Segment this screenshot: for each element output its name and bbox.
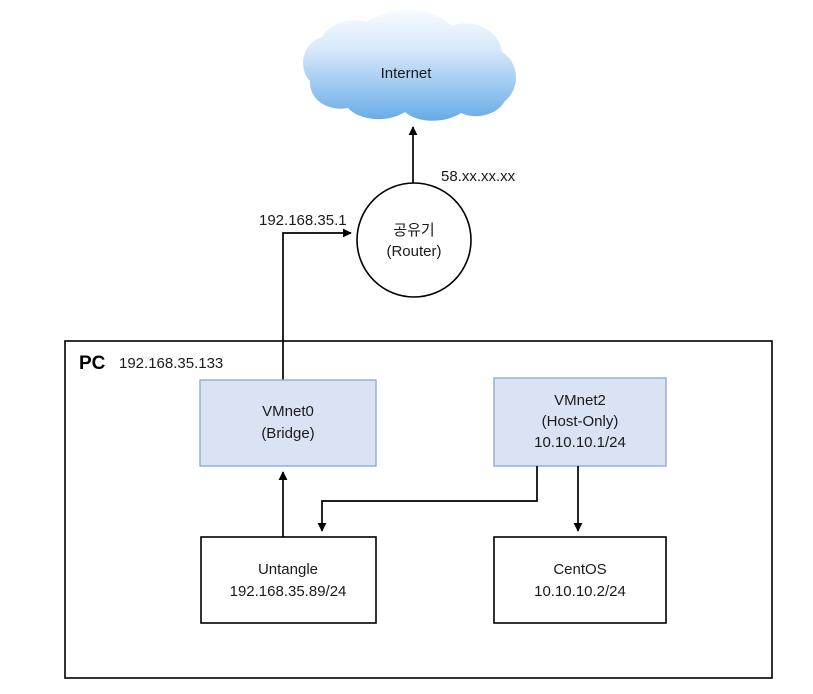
label-wan-ip: 58.xx.xx.xx (441, 168, 516, 185)
node-untangle[interactable]: Untangle 192.168.35.89/24 (200, 536, 377, 624)
untangle-box (200, 536, 377, 624)
node-pc: PC 192.168.35.133 (64, 340, 773, 679)
connector-vmnet0-to-router (282, 228, 352, 380)
cloud-shape (303, 10, 516, 121)
node-internet[interactable]: Internet (303, 10, 516, 121)
node-router-label-line1: 공유기 (393, 222, 434, 239)
node-vmnet0-label-line1: VMnet0 (262, 403, 314, 420)
node-router-label-line2: (Router) (386, 243, 441, 260)
node-centos-label-line1: CentOS (553, 561, 606, 578)
node-vmnet2-label-line2: (Host-Only) (542, 413, 619, 430)
centos-box (493, 536, 667, 624)
label-lan-gateway-ip: 192.168.35.1 (259, 212, 347, 229)
node-internet-label: Internet (381, 65, 433, 82)
node-vmnet2-label-line1: VMnet2 (554, 392, 606, 409)
node-vmnet2-label-line3: 10.10.10.1/24 (534, 434, 626, 451)
vmnet0-box (199, 379, 377, 467)
node-vmnet0[interactable]: VMnet0 (Bridge) (199, 379, 377, 467)
vmnet2-box (493, 377, 667, 467)
node-pc-label-ip: 192.168.35.133 (119, 355, 223, 372)
node-centos[interactable]: CentOS 10.10.10.2/24 (493, 536, 667, 624)
node-vmnet2[interactable]: VMnet2 (Host-Only) 10.10.10.1/24 (493, 377, 667, 467)
node-router[interactable]: 공유기 (Router) (356, 182, 472, 298)
router-circle (356, 182, 472, 298)
pc-container-box (64, 340, 773, 679)
connector-vmnet2-to-untangle (317, 466, 538, 532)
node-untangle-label-line2: 192.168.35.89/24 (230, 583, 347, 600)
node-untangle-label-line1: Untangle (258, 561, 318, 578)
node-pc-label-bold: PC (79, 353, 106, 374)
node-centos-label-line2: 10.10.10.2/24 (534, 583, 626, 600)
node-vmnet0-label-line2: (Bridge) (261, 425, 314, 442)
